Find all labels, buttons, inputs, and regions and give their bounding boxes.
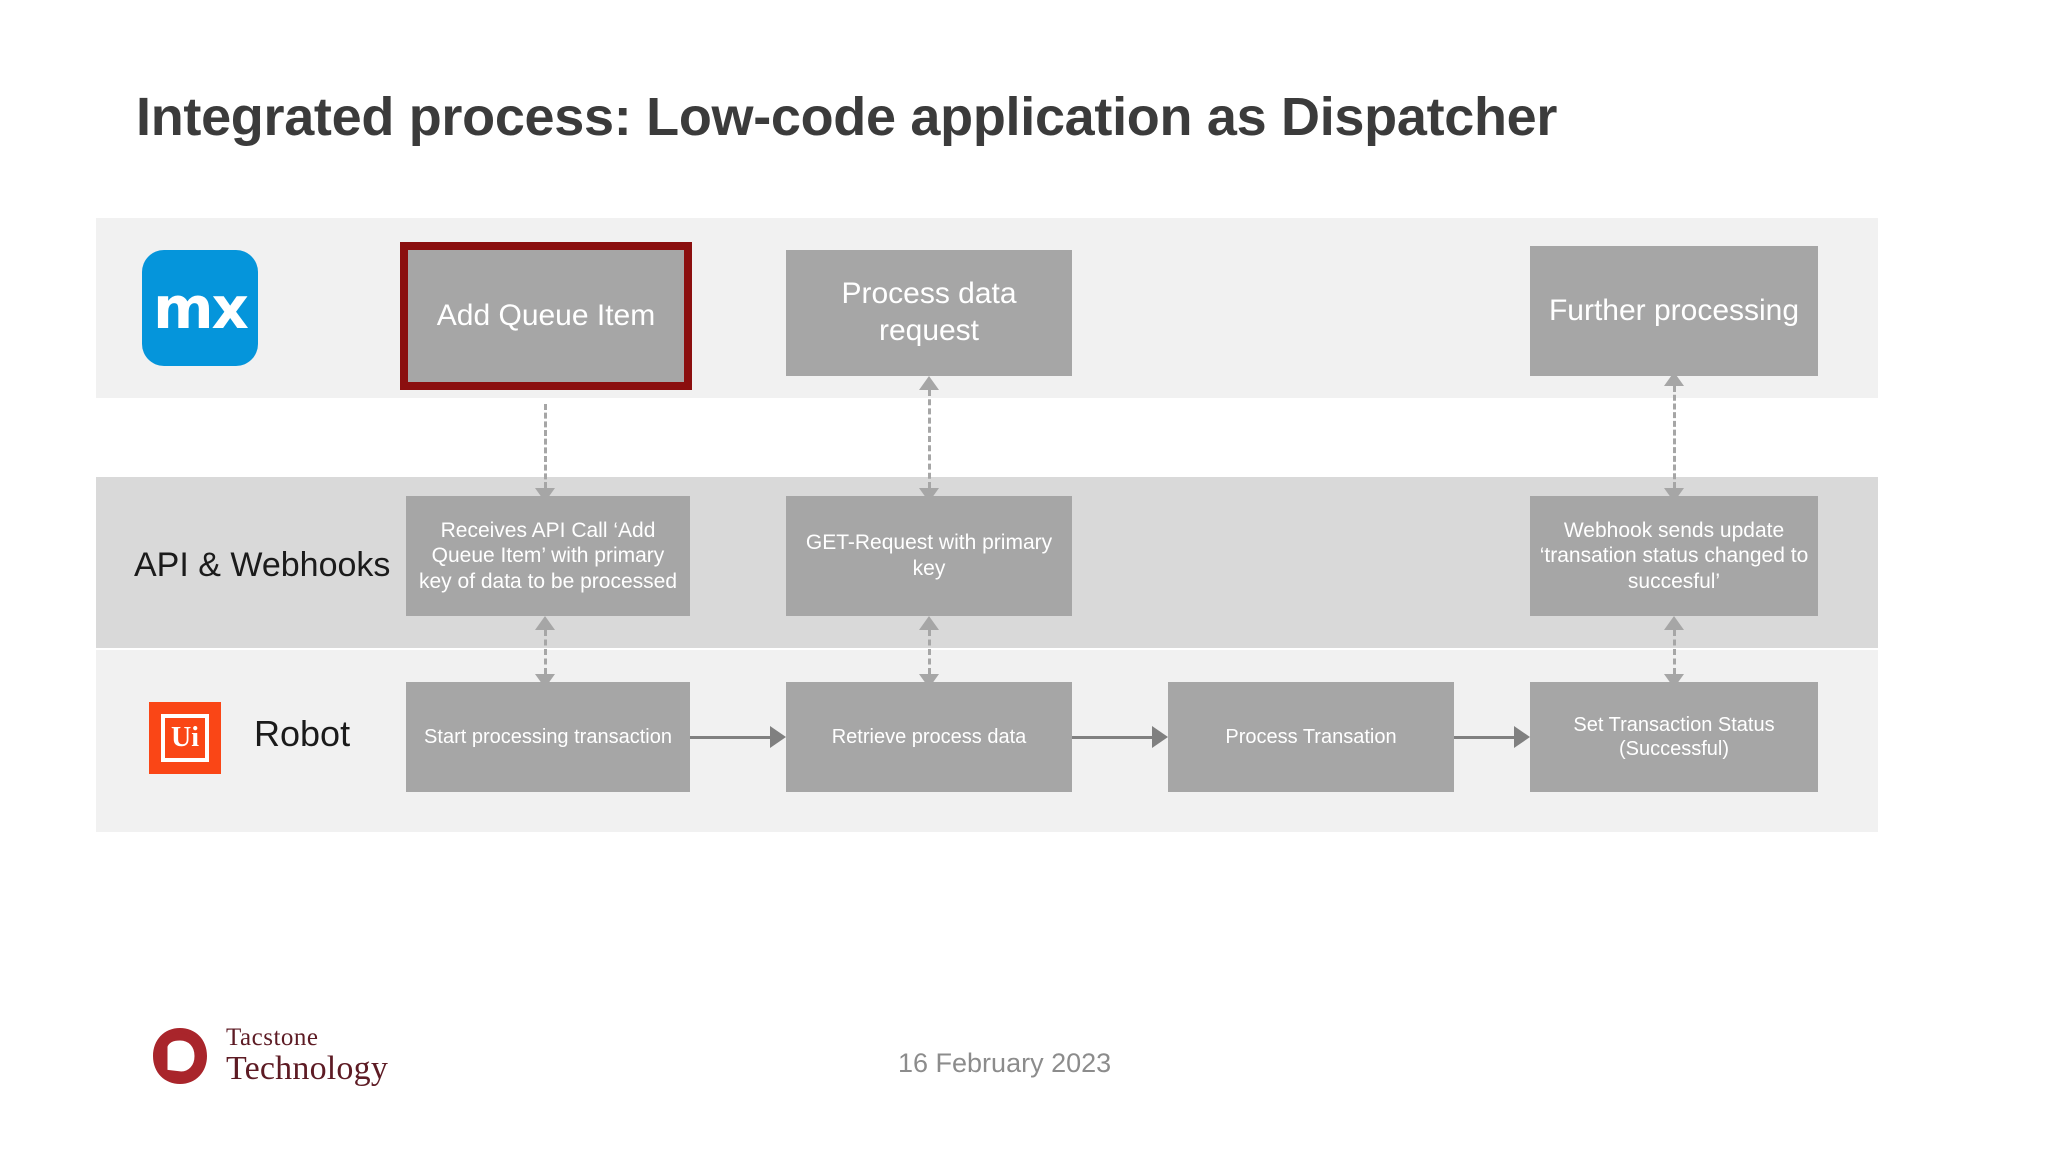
arrowhead-down-icon [535, 674, 555, 688]
connector-process-transation-to-set-status [1454, 726, 1530, 748]
arrowhead-right-icon [1514, 726, 1530, 748]
arrowhead-up-icon [919, 616, 939, 630]
process-box-further-processing[interactable]: Further processing [1530, 246, 1818, 376]
connector-line [690, 736, 770, 739]
uipath-logo-frame: Ui [161, 714, 209, 762]
process-box-retrieve-process-data[interactable]: Retrieve process data [786, 682, 1072, 792]
process-box-start-processing-transaction[interactable]: Start processing transaction [406, 682, 690, 792]
process-box-receives-api-call[interactable]: Receives API Call ‘Add Queue Item’ with … [406, 496, 690, 616]
arrowhead-up-icon [1664, 616, 1684, 630]
arrowhead-up-icon [535, 616, 555, 630]
arrowhead-down-icon [1664, 488, 1684, 502]
connector-line [1454, 736, 1514, 739]
connector-webhook-to-set-status [1661, 616, 1687, 688]
tacstone-ring-icon [153, 1028, 207, 1084]
tacstone-logo: Tacstone Technology [150, 1024, 410, 1088]
lane-label-api-webhooks: API & Webhooks [134, 546, 391, 584]
arrowhead-right-icon [770, 726, 786, 748]
process-box-process-data-request[interactable]: Process data request [786, 250, 1072, 376]
arrowhead-down-icon [919, 488, 939, 502]
mendix-logo-icon: mx [142, 250, 258, 366]
connector-further-processing-to-webhook [1661, 372, 1687, 502]
arrowhead-down-icon [1664, 674, 1684, 688]
connector-line [1072, 736, 1152, 739]
arrowhead-right-icon [1152, 726, 1168, 748]
process-box-webhook-sends-update[interactable]: Webhook sends update ‘transation status … [1530, 496, 1818, 616]
arrowhead-down-icon [535, 488, 555, 502]
process-box-set-transaction-status[interactable]: Set Transaction Status (Successful) [1530, 682, 1818, 792]
mendix-logo-text: mx [153, 274, 249, 342]
arrowhead-up-icon [1664, 372, 1684, 386]
process-box-get-request[interactable]: GET-Request with primary key [786, 496, 1072, 616]
connector-start-processing-to-retrieve-data [690, 726, 786, 748]
connector-line [1673, 386, 1676, 488]
connector-line [1673, 630, 1676, 674]
connector-process-data-request-to-get-request [916, 376, 942, 502]
arrowhead-down-icon [919, 674, 939, 688]
connector-get-request-to-retrieve-data [916, 616, 942, 688]
connector-add-queue-item-to-receives-api [532, 390, 558, 502]
tacstone-wordmark: Tacstone Technology [226, 1024, 388, 1087]
uipath-logo-text: Ui [171, 722, 199, 753]
process-box-process-transation[interactable]: Process Transation [1168, 682, 1454, 792]
connector-retrieve-data-to-process-transation [1072, 726, 1168, 748]
page-title: Integrated process: Low-code application… [136, 87, 1558, 147]
footer-date: 16 February 2023 [898, 1048, 1112, 1078]
tacstone-name-bottom: Technology [226, 1050, 389, 1087]
arrowhead-up-icon [919, 376, 939, 390]
connector-receives-api-to-start-processing [532, 616, 558, 688]
connector-line [928, 390, 931, 488]
connector-line [928, 630, 931, 674]
connector-line [544, 630, 547, 674]
tacstone-name-top: Tacstone [226, 1024, 319, 1051]
uipath-logo-icon: Ui [149, 702, 221, 774]
lane-label-robot: Robot [254, 713, 351, 754]
connector-line [544, 404, 547, 488]
process-box-add-queue-item[interactable]: Add Queue Item [400, 242, 692, 390]
